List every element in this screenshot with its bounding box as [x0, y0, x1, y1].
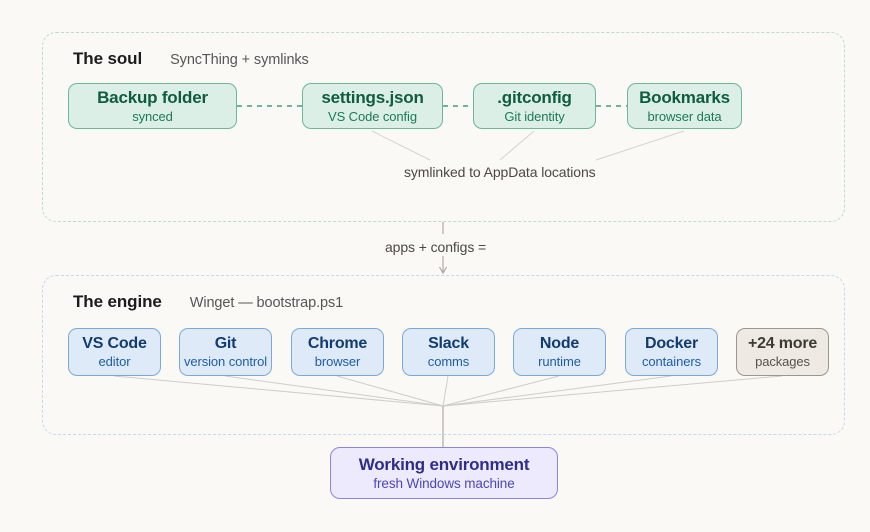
bridge-arrowhead	[439, 266, 447, 275]
node-settings-json-sub: VS Code config	[328, 109, 417, 124]
group-engine: The engine Winget — bootstrap.ps1	[42, 275, 845, 435]
group-soul-header: The soul SyncThing + symlinks	[73, 49, 309, 69]
node-vs-code[interactable]: VS Code editor	[68, 328, 161, 376]
node-working-environment-title: Working environment	[358, 455, 530, 474]
node-vs-code-sub: editor	[98, 354, 131, 369]
caption-symlinked: symlinked to AppData locations	[404, 164, 596, 180]
group-engine-title: The engine	[73, 292, 162, 311]
group-engine-subtitle: Winget — bootstrap.ps1	[189, 295, 344, 311]
node-vs-code-title: VS Code	[82, 335, 147, 352]
node-backup-folder-title: Backup folder	[97, 88, 208, 107]
node-chrome[interactable]: Chrome browser	[291, 328, 384, 376]
node-backup-folder[interactable]: Backup folder synced	[68, 83, 237, 129]
node-chrome-title: Chrome	[307, 335, 368, 352]
node-bookmarks-sub: browser data	[647, 109, 722, 124]
group-engine-header: The engine Winget — bootstrap.ps1	[73, 292, 343, 312]
node-chrome-sub: browser	[314, 354, 361, 369]
caption-apps-plus-configs: apps + configs =	[385, 239, 487, 255]
node-bookmarks-title: Bookmarks	[639, 88, 730, 107]
group-soul-title: The soul	[73, 49, 143, 68]
node-git-sub: version control	[183, 354, 268, 369]
node-settings-json[interactable]: settings.json VS Code config	[302, 83, 443, 129]
node-more-packages[interactable]: +24 more packages	[736, 328, 829, 376]
node-more-packages-sub: packages	[755, 354, 810, 369]
group-soul-subtitle: SyncThing + symlinks	[170, 52, 309, 68]
node-node-title: Node	[539, 335, 580, 352]
node-working-environment-sub: fresh Windows machine	[373, 476, 515, 491]
node-slack[interactable]: Slack comms	[402, 328, 495, 376]
node-git-title: Git	[214, 335, 237, 352]
node-more-packages-title: +24 more	[747, 335, 818, 352]
node-docker-sub: containers	[642, 354, 701, 369]
node-git[interactable]: Git version control	[179, 328, 272, 376]
node-docker[interactable]: Docker containers	[625, 328, 718, 376]
node-working-environment[interactable]: Working environment fresh Windows machin…	[330, 447, 558, 499]
node-docker-title: Docker	[644, 335, 699, 352]
node-bookmarks[interactable]: Bookmarks browser data	[627, 83, 742, 129]
node-node-sub: runtime	[538, 354, 581, 369]
group-soul: The soul SyncThing + symlinks	[42, 32, 845, 222]
node-gitconfig-sub: Git identity	[504, 109, 565, 124]
node-slack-sub: comms	[427, 354, 470, 369]
node-gitconfig[interactable]: .gitconfig Git identity	[473, 83, 596, 129]
node-node[interactable]: Node runtime	[513, 328, 606, 376]
node-slack-title: Slack	[428, 335, 469, 352]
node-settings-json-title: settings.json	[321, 88, 424, 107]
node-backup-folder-sub: synced	[132, 109, 173, 124]
node-gitconfig-title: .gitconfig	[497, 88, 572, 107]
